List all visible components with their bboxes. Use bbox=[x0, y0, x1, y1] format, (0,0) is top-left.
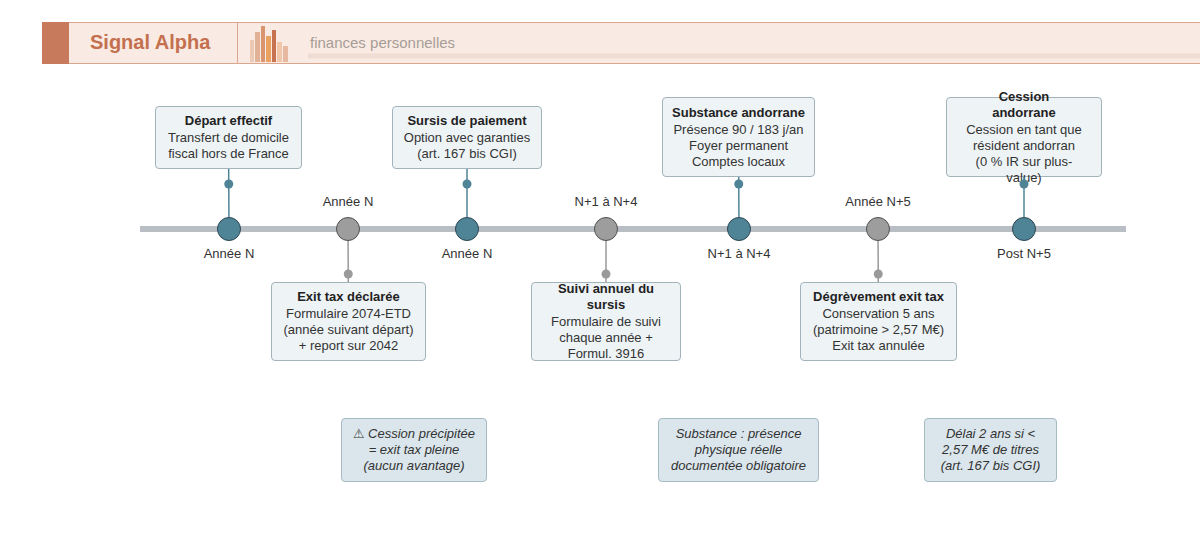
timeline-marker: N+1 à N+4 bbox=[594, 217, 618, 241]
stem-dot bbox=[224, 180, 233, 189]
timeline-label: Post N+5 bbox=[997, 246, 1051, 262]
box-heading: Dégrèvement exit tax bbox=[813, 289, 944, 305]
icon-bar bbox=[277, 42, 282, 62]
timeline-marker: Année N bbox=[336, 217, 360, 241]
note-text: ⚠ Cession précipitée = exit tax pleine (… bbox=[350, 426, 478, 474]
brand-title: Signal Alpha bbox=[90, 31, 210, 54]
timeline-axis bbox=[140, 226, 1126, 232]
step-box: Cession andorraneCession en tant que rés… bbox=[946, 97, 1102, 177]
step-box: Sursis de paiementOption avec garanties … bbox=[392, 106, 542, 169]
stem-connector bbox=[605, 241, 607, 282]
stem-connector bbox=[738, 177, 740, 217]
stem-dot bbox=[1020, 180, 1029, 189]
icon-bar bbox=[255, 32, 260, 62]
stem-group bbox=[224, 169, 233, 217]
stem-dot bbox=[344, 269, 353, 278]
icon-bar bbox=[261, 26, 265, 62]
box-body: Transfert de domicile fiscal hors de Fra… bbox=[164, 130, 294, 162]
box-heading: Suivi annuel du sursis bbox=[541, 281, 671, 313]
timeline-marker: Année N+5 bbox=[866, 217, 890, 241]
icon-bar bbox=[250, 40, 254, 62]
stem-group bbox=[463, 169, 472, 217]
box-heading: Exit tax déclarée bbox=[297, 289, 400, 305]
timeline-marker: Post N+5 bbox=[1012, 217, 1036, 241]
step-box: Substance andorranePrésence 90 / 183 j/a… bbox=[662, 97, 815, 177]
stem-dot bbox=[602, 270, 611, 279]
step-box: Exit tax déclaréeFormulaire 2074-ETD (an… bbox=[271, 282, 426, 361]
icon-bar bbox=[283, 46, 288, 62]
stem-dot bbox=[874, 269, 883, 278]
note-box: ⚠ Cession précipitée = exit tax pleine (… bbox=[341, 418, 487, 482]
timeline-label: Année N+5 bbox=[845, 194, 910, 210]
note-box: Substance : présence physique réelle doc… bbox=[658, 418, 819, 482]
box-body: Présence 90 / 183 j/an Foyer permanent C… bbox=[669, 122, 809, 170]
timeline-marker: Année N bbox=[217, 217, 241, 241]
stem-group bbox=[602, 241, 611, 282]
note-box: Délai 2 ans si < 2,57 M€ de titres (art.… bbox=[924, 418, 1057, 482]
box-body: Conservation 5 ans (patrimoine > 2,57 M€… bbox=[809, 306, 949, 354]
stem-connector bbox=[877, 241, 879, 282]
note-text: Délai 2 ans si < 2,57 M€ de titres (art.… bbox=[933, 426, 1048, 474]
timeline-label: Année N bbox=[442, 246, 493, 262]
box-heading: Départ effectif bbox=[185, 113, 272, 129]
step-box: Dégrèvement exit taxConservation 5 ans (… bbox=[800, 282, 957, 361]
header-rule bbox=[42, 63, 1200, 64]
bar-icon bbox=[250, 26, 288, 62]
icon-bar bbox=[272, 30, 276, 62]
icon-bar bbox=[266, 36, 271, 62]
stem-group bbox=[874, 241, 883, 282]
timeline-label: N+1 à N+4 bbox=[708, 246, 771, 262]
timeline-marker: Année N bbox=[455, 217, 479, 241]
box-body: Formulaire de suivi chaque année + Formu… bbox=[541, 314, 671, 362]
box-heading: Substance andorrane bbox=[672, 105, 805, 121]
stem-connector bbox=[1023, 177, 1025, 217]
box-heading: Sursis de paiement bbox=[407, 113, 526, 129]
box-body: Option avec garanties (art. 167 bis CGI) bbox=[401, 130, 533, 162]
timeline-label: Année N bbox=[204, 246, 255, 262]
step-box: Départ effectifTransfert de domicile fis… bbox=[155, 106, 302, 169]
header-band bbox=[42, 22, 1200, 64]
box-body: Cession en tant que résident andorran (0… bbox=[966, 122, 1082, 186]
stem-group bbox=[1020, 177, 1029, 217]
timeline-label: Année N bbox=[323, 194, 374, 210]
stem-connector bbox=[228, 169, 230, 217]
header-separator bbox=[237, 22, 238, 64]
header-accent bbox=[42, 22, 69, 64]
timeline-label: N+1 à N+4 bbox=[575, 194, 638, 210]
header-subtitle: finances personnelles bbox=[310, 34, 455, 51]
header-underline bbox=[308, 54, 1200, 59]
stem-connector bbox=[347, 241, 349, 282]
stem-group bbox=[734, 177, 743, 217]
stem-dot bbox=[463, 180, 472, 189]
stem-connector bbox=[466, 169, 468, 217]
stem-dot bbox=[734, 180, 743, 189]
note-text: Substance : présence physique réelle doc… bbox=[666, 426, 811, 474]
timeline-marker: N+1 à N+4 bbox=[727, 217, 751, 241]
header-rule bbox=[42, 22, 1200, 23]
stem-group bbox=[344, 241, 353, 282]
box-heading: Cession andorrane bbox=[966, 89, 1082, 121]
box-body: Formulaire 2074-ETD (année suivant dépar… bbox=[281, 306, 417, 354]
step-box: Suivi annuel du sursisFormulaire de suiv… bbox=[531, 282, 681, 361]
